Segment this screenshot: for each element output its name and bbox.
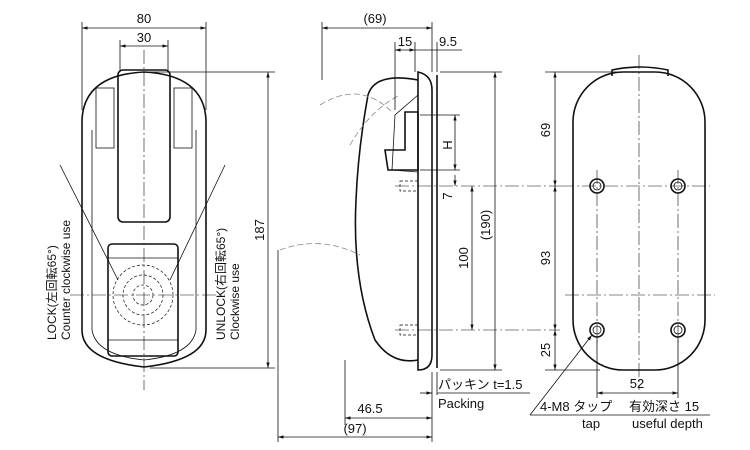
dim-69: 69 [538,123,553,137]
dim-46-5: 46.5 [357,401,382,416]
dim-93: 93 [538,251,553,265]
packing-label: パッキン t=1.5 [438,377,523,392]
depth-sub: useful depth [632,416,703,431]
dim-7: 7 [440,192,455,199]
dim-25: 25 [538,343,553,357]
dim-depth-top: (69) [363,11,386,26]
dim-15: 15 [398,34,412,49]
unlock-sub: Clockwise use [228,263,242,340]
dim-100: 100 [456,247,471,269]
lock-sub: Counter clockwise use [59,220,73,340]
dim-52: 52 [630,376,644,391]
rear-view: 69 93 25 52 4-M8 タップ 有効深さ 15 tap useful … [529,55,715,431]
packing-sub: Packing [438,396,484,411]
dim-height: 187 [252,219,267,241]
unlock-label: UNLOCK(右回転65°) [213,228,228,340]
side-view: (69) 15 9.5 (190) H 7 100 46.5 (97) パッキン… [277,11,560,442]
depth-label: 有効深さ 15 [629,399,699,414]
dim-97: (97) [343,421,366,436]
dim-handle: 30 [137,30,151,45]
dim-width: 80 [137,11,151,26]
lock-label: LOCK(左回転65°) [44,245,59,340]
tap-sub: tap [582,416,600,431]
dim-9-5: 9.5 [439,34,457,49]
dim-190: (190) [478,210,493,240]
front-view: 80 30 187 LOCK(左回転65°) Counter clockwise… [44,11,275,390]
tap-label: 4-M8 タップ [540,399,612,414]
dim-h: H [440,140,455,149]
